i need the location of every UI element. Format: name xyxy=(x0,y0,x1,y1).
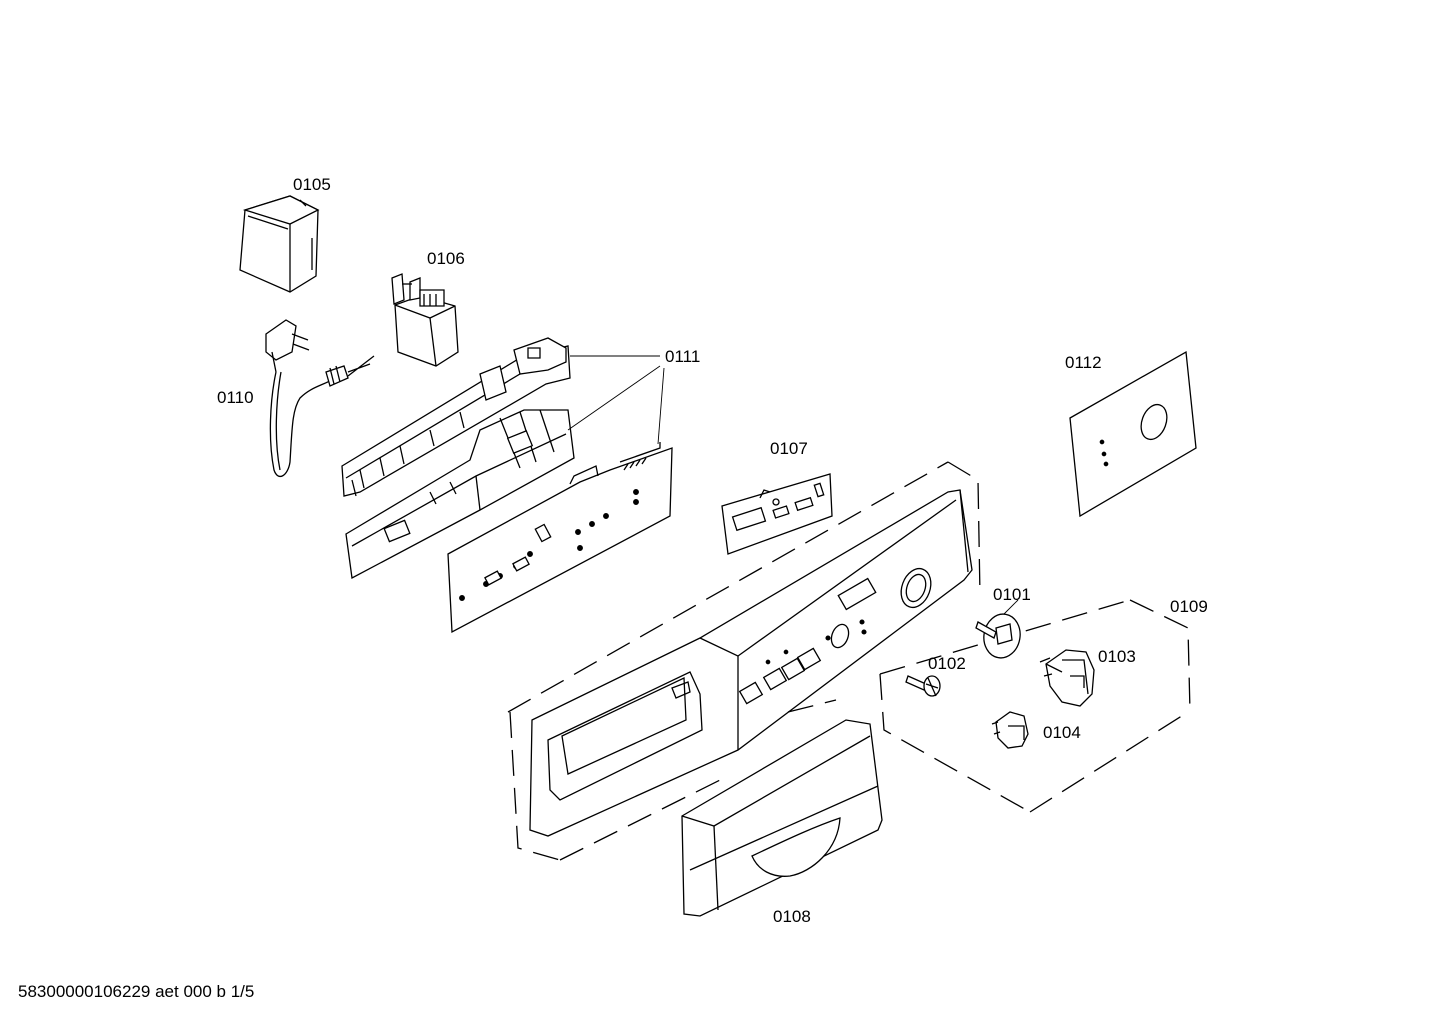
leader-lines-0111 xyxy=(567,355,665,445)
label-part-0111: 0111 xyxy=(665,347,701,366)
drawing-id: 58300000106229 aet 000 b 1/5 xyxy=(18,982,255,1001)
part-0102-axle[interactable] xyxy=(906,676,940,696)
label-part-0110: 0110 xyxy=(217,388,254,407)
part-0111-control-frame[interactable] xyxy=(346,410,574,578)
label-part-0112: 0112 xyxy=(1065,353,1102,372)
part-0103-programme-knob[interactable] xyxy=(1040,650,1094,706)
label-part-0102: 0102 xyxy=(928,654,966,673)
label-part-0108: 0108 xyxy=(773,907,811,926)
fascia-panel[interactable] xyxy=(530,490,972,836)
label-part-0109: 0109 xyxy=(1170,597,1208,616)
part-0110-mains-cable[interactable] xyxy=(266,320,374,476)
part-0112-fascia-foil[interactable] xyxy=(1070,352,1196,516)
label-part-0104: 0104 xyxy=(1043,723,1081,742)
label-part-0101: 0101 xyxy=(993,585,1031,604)
part-0111-pcb[interactable] xyxy=(448,442,672,632)
label-part-0105: 0105 xyxy=(293,175,331,194)
dashed-outline-knob-set xyxy=(879,599,1191,813)
dashed-outline-fascia xyxy=(507,461,981,861)
label-part-0103: 0103 xyxy=(1098,647,1136,666)
part-0106-suppression-filter[interactable] xyxy=(392,274,458,366)
part-0107-display-panel[interactable] xyxy=(722,474,832,554)
label-part-0106: 0106 xyxy=(427,249,465,268)
part-0104-small-knob[interactable] xyxy=(992,712,1028,748)
part-0101-knob-insert[interactable] xyxy=(976,600,1024,661)
part-0111-control-module[interactable] xyxy=(342,338,570,496)
part-0108-drawer-handle[interactable] xyxy=(682,720,882,916)
label-part-0107: 0107 xyxy=(770,439,808,458)
part-0105-cover-cap[interactable] xyxy=(240,196,318,292)
